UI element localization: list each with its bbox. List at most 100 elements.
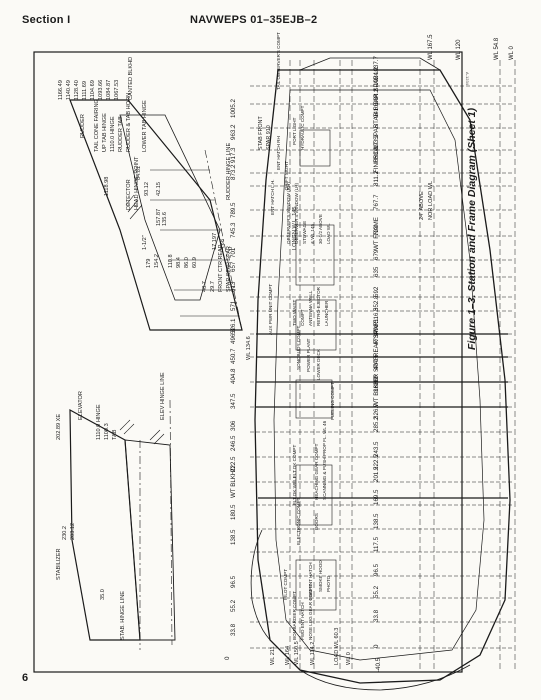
fuselage-station-label: REAR SPAR [373, 321, 380, 357]
lower-water-line-label: WL 114.2 [310, 642, 316, 665]
tail-cone [299, 57, 441, 71]
compartment-label: HYDRAULIC COMPT [300, 105, 305, 150]
compartment-label: STOWAGE [302, 221, 307, 244]
lower-water-line-label: WL 0 [346, 652, 352, 665]
upper-station-label: 138.5 [230, 529, 237, 545]
compartment-label: RETRO-EJECTOR [316, 286, 321, 326]
fuselage-station-label: 767.7 [373, 194, 380, 210]
tail-label: 1110.0 HINGE [110, 116, 116, 152]
compartment-label: OBSERVER'S WINDOW (RH) [286, 182, 291, 244]
fuselage-station-label: 201.5 [373, 466, 380, 482]
fuselage-outline [254, 69, 511, 684]
compartment-label: TAIL OBSERVER'S COMPT [276, 32, 281, 90]
spar-label: FRONT CTR REAR [218, 244, 224, 292]
fuselage-station-label: FR SPAR [373, 355, 380, 382]
fuselage-station-label: FINFRONT SPAR [373, 123, 380, 173]
fuselage-station-label: 0 [373, 644, 380, 648]
compartment-label: SCANNING & PUSH PROP FL. WL 46 [322, 420, 327, 500]
water-line-label: WL 167.5 [428, 34, 434, 60]
upper-station-label: 180.5 [230, 504, 237, 520]
stabilizer-label: 1100.3 [104, 423, 110, 440]
compartment-label: PILOT COMPT [283, 569, 288, 600]
stabilizer-label: STABILIZER [56, 548, 62, 580]
compartment-label: DOORS [314, 513, 319, 530]
compartment-label: ENT HATCH RH [276, 136, 281, 170]
water-line-note: NOR LOAD WL [428, 181, 434, 220]
fin-ribs [150, 169, 240, 317]
compartment-label: PORT LIGHT [292, 117, 297, 145]
tail-label: CANTED BLKHD [128, 57, 134, 100]
tail-label: 60.9 [192, 257, 198, 268]
stabilizer-label: 35.0 [100, 589, 106, 600]
upper-station-label: 450.7 [230, 348, 237, 364]
fuselage-inner [273, 89, 485, 661]
elevator-hatch [119, 419, 165, 445]
tail-label: 1104.69 [90, 80, 96, 100]
compartment-label: 30-1/2 ABOVE [318, 214, 323, 244]
compartment-label: POWER PLANT [306, 338, 311, 372]
fuselage-station-label: 407.5 [373, 354, 380, 370]
fuselage-station-label: 723 [373, 225, 380, 236]
upper-station-label: 33.8 [230, 623, 237, 636]
fuselage-station-label: 498.1 [373, 318, 380, 334]
tail-label: 154.2 [154, 254, 160, 268]
tail-label: RUDDER TAB [118, 116, 124, 152]
compartment-label: LOAD WL [326, 223, 331, 244]
tail-label: 86.0 [184, 257, 190, 268]
upper-station-label: 963.2 [230, 124, 237, 140]
upper-station-label: 306 [230, 420, 237, 431]
fuselage-station-labels: -40.5033.855.296.5117.5138.5169.5201.522… [373, 56, 382, 672]
tail-label: 4.68 [220, 239, 226, 250]
fuselage-station-label: 811.2 [373, 170, 380, 186]
rudder [119, 114, 221, 301]
compartment-label: FWD ENT HATCH [300, 602, 305, 640]
tail-label: 1128.40 [74, 80, 80, 100]
fuselage-station-label: 516.3 [373, 307, 380, 323]
fuselage-station-label: 169.5 [373, 489, 380, 505]
water-line-label: WL 120 [456, 39, 462, 60]
tail-label: UP TAB HINGE [102, 113, 108, 152]
upper-station-label: 222.5 [230, 456, 237, 472]
water-line-note: WL 134.6 [246, 336, 252, 360]
fuselage-station-label: 368.2 [373, 376, 380, 392]
lower-water-line-label: WL 211 [270, 646, 276, 665]
station-lines [250, 85, 512, 649]
upper-station-label: 404.8 [230, 368, 237, 384]
upper-station-label: 1005.2 [230, 99, 237, 118]
tail-label: 1111.69 [82, 81, 88, 100]
compartment-boxes [295, 129, 337, 611]
fuselage-station-label: 138.5 [373, 513, 380, 529]
tail-label: TAIL CONE FAIRING [94, 99, 100, 152]
stabilizer-label: TAB [112, 429, 118, 440]
fuselage-station-label: 592 [373, 286, 380, 297]
upper-station-label: 917.3 [230, 147, 237, 163]
upper-station-label: 789.5 [230, 202, 237, 218]
elevator [124, 439, 176, 641]
horizontal-stabilizer [69, 408, 141, 641]
nose-cone [299, 664, 471, 691]
tail-label: 42.15 [156, 182, 162, 196]
fuselage-station-label: 33.8 [373, 609, 380, 622]
compartment-label: ENT HATCH L.H. [270, 179, 275, 215]
compartment-label: ANTENNA WELL [308, 290, 313, 326]
upper-station-label: 657 [230, 261, 237, 272]
fuselage-station-label: WT BLKHD [373, 375, 380, 407]
water-line-note: LONGN W.L. 145 [292, 206, 298, 250]
compartment-label: DRIFT SIGHT [284, 161, 289, 190]
tail-label: 1067.53 [114, 80, 120, 100]
tail-label: 1118.98 [104, 177, 110, 196]
compartment-label: AUX PWR UNIT COMPT [268, 284, 273, 335]
upper-station-label: 745.3 [230, 222, 237, 238]
tail-label: HEAD HINGE POINT [134, 156, 140, 210]
tail-label: 1-1/2" [142, 235, 148, 250]
compartment-label: PHOTO [326, 575, 331, 592]
compartment-label: TWO WAIST [292, 299, 297, 326]
upper-station-label: 96.5 [230, 575, 237, 588]
water-line-guides [289, 60, 516, 670]
